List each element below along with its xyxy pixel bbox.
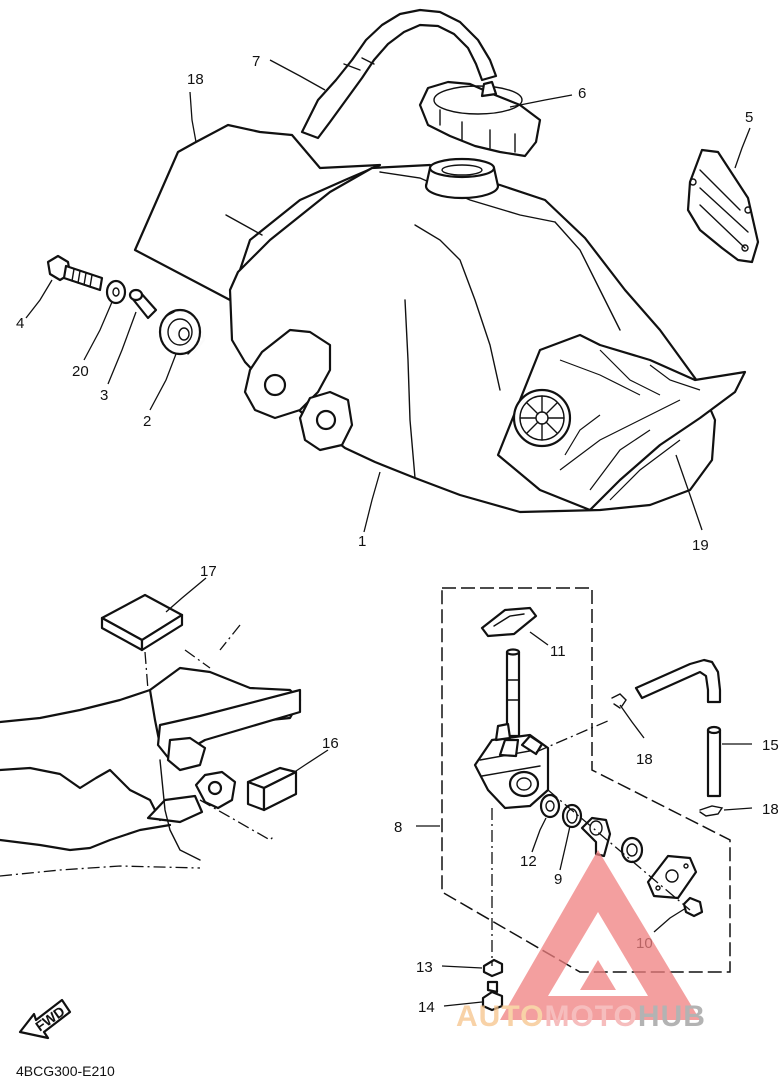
- part-6-fuel-cap: [418, 80, 542, 158]
- part-13-nut: [482, 958, 504, 978]
- part-19-side-decal: [496, 333, 747, 512]
- callout-13: 13: [416, 959, 433, 976]
- callout-5: 5: [745, 109, 753, 126]
- part-4-bolt: [46, 254, 104, 292]
- fuel-cock-cover-plate: [646, 854, 698, 900]
- callout-6: 6: [578, 85, 586, 102]
- callout-4: 4: [16, 315, 24, 332]
- diagram-code: 4BCG300-E210: [16, 1063, 115, 1079]
- watermark-triangle: [500, 850, 700, 1020]
- part-12-gasket: [539, 793, 561, 819]
- callout-7: 7: [252, 53, 260, 70]
- callout-8: 8: [394, 819, 402, 836]
- part-10-screw: [682, 896, 704, 918]
- part-20-washer: [105, 279, 127, 305]
- part-9-o-ring: [561, 803, 583, 829]
- leader-lines: [25, 59, 753, 1007]
- part-17-damper-pad: [100, 593, 184, 652]
- part-3-collar: [128, 288, 158, 320]
- callout-9: 9: [554, 871, 562, 888]
- callout-16: 16: [322, 735, 339, 752]
- callout-15: 15: [762, 737, 779, 754]
- watermark-text: AUTOMOTOHUB: [456, 1000, 706, 1033]
- part-8-fuel-cock-assembly-box: [441, 587, 731, 973]
- callout-1: 1: [358, 533, 366, 550]
- callout-12: 12: [520, 853, 537, 870]
- part-15-fuel-hose: [634, 658, 722, 798]
- callout-19-lower: 19: [692, 537, 709, 554]
- frame-section: [0, 624, 302, 877]
- callout-17: 17: [200, 563, 217, 580]
- callout-18-upper: 18: [636, 751, 653, 768]
- callout-20: 20: [72, 363, 89, 380]
- part-18-clip-lower: [699, 805, 724, 817]
- callout-19-upper: 18: [187, 71, 204, 88]
- assembly-axis-line: [535, 719, 611, 753]
- forward-direction-arrow: FWD: [18, 998, 72, 1040]
- callout-numbers: 18 7 6 5 4 20 3 2 1 19 17 16 11 8 12 9 1…: [16, 53, 779, 1016]
- part-16-damper-block: [246, 766, 298, 812]
- part-11-o-ring: [480, 606, 538, 638]
- part-8-fuel-cock: [473, 648, 550, 810]
- part-14-bolt: [481, 980, 504, 1012]
- assembly-axis-line: [547, 789, 691, 911]
- fuel-cock-lever: [580, 816, 612, 858]
- part-18-clip-upper: [611, 693, 627, 709]
- part-2-grommet: [158, 308, 202, 356]
- callout-3: 3: [100, 387, 108, 404]
- watermark-logo: AUTOMOTOHUB: [456, 850, 706, 1033]
- fuel-cock-wave-washer: [620, 836, 644, 864]
- part-5-damper: [686, 148, 760, 264]
- callout-14: 14: [418, 999, 435, 1016]
- callout-18-lower: 18: [762, 801, 779, 818]
- callout-2: 2: [143, 413, 151, 430]
- callout-11: 11: [550, 643, 566, 660]
- part-7-breather-hose: [300, 8, 498, 140]
